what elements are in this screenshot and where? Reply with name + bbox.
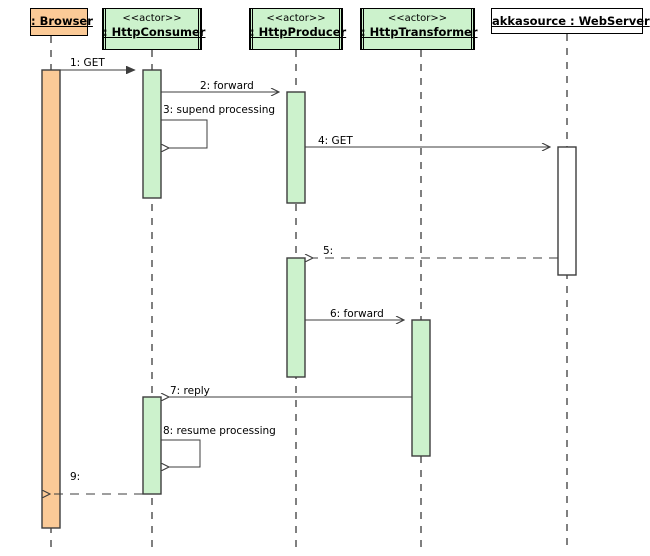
activation-bar-act-transformer-1[interactable] xyxy=(411,319,431,457)
message-label-2: 2: forward xyxy=(200,80,254,92)
participant-header-webserver[interactable]: akkasource : WebServer xyxy=(491,8,650,34)
activation-bar-act-producer-1[interactable] xyxy=(286,91,306,204)
participant-header-httpconsumer[interactable]: <<actor>>: HttpConsumer xyxy=(102,8,206,50)
message-arrow-8[interactable] xyxy=(161,439,201,467)
participant-name-httpconsumer: : HttpConsumer xyxy=(103,25,206,39)
participant-name-httptransformer: : HttpTransformer xyxy=(361,25,478,39)
message-label-8: 8: resume processing xyxy=(163,425,276,437)
message-label-5: 5: xyxy=(323,245,334,257)
participant-name-webserver: akkasource : WebServer xyxy=(492,14,650,28)
activation-bar-act-webserver-1[interactable] xyxy=(557,146,577,276)
participant-header-browser[interactable]: : Browser xyxy=(30,8,93,36)
activation-bar-act-consumer-1[interactable] xyxy=(142,69,162,199)
message-label-4: 4: GET xyxy=(318,135,353,147)
lifelines-group xyxy=(50,34,568,550)
participant-name-httpproducer: : HttpProducer xyxy=(250,25,347,39)
participant-header-httpproducer[interactable]: <<actor>>: HttpProducer xyxy=(249,8,347,50)
activation-bar-act-producer-2[interactable] xyxy=(286,257,306,378)
message-label-1: 1: GET xyxy=(70,57,105,69)
participant-stereotype-httpconsumer: <<actor>> xyxy=(122,13,182,24)
participant-header-httptransformer[interactable]: <<actor>>: HttpTransformer xyxy=(360,8,478,50)
message-label-7: 7: reply xyxy=(170,385,210,397)
message-label-3: 3: supend processing xyxy=(163,104,276,116)
participant-stereotype-httpproducer: <<actor>> xyxy=(266,13,326,24)
activations-group xyxy=(41,69,577,529)
messages-group xyxy=(50,70,558,494)
participant-name-browser: : Browser xyxy=(31,14,93,28)
message-arrow-3[interactable] xyxy=(161,119,208,148)
participant-stereotype-httptransformer: <<actor>> xyxy=(387,13,448,24)
activation-bar-act-consumer-2[interactable] xyxy=(142,396,162,495)
activation-bar-act-browser[interactable] xyxy=(41,69,61,529)
message-label-9: 9: xyxy=(70,471,81,483)
message-label-6: 6: forward xyxy=(330,308,384,320)
